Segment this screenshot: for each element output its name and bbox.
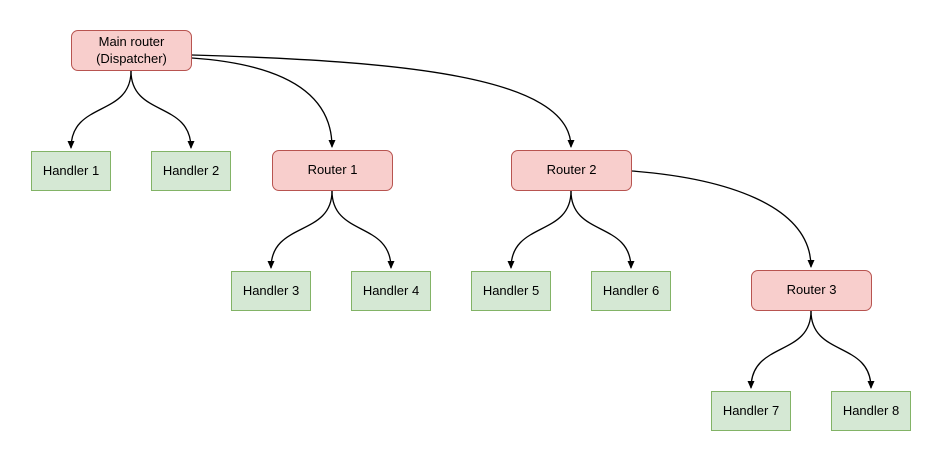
node-main-router: Main router (Dispatcher) — [71, 30, 192, 71]
edge-router-1-to-handler-4 — [331, 190, 395, 269]
edge-router-1-to-handler-3 — [267, 190, 333, 269]
node-router-3: Router 3 — [751, 270, 872, 311]
node-handler-3: Handler 3 — [231, 271, 311, 311]
node-handler-6: Handler 6 — [591, 271, 671, 311]
edge-router-3-to-handler-8 — [810, 310, 875, 389]
edge-router-3-to-handler-7 — [747, 310, 812, 389]
edge-router-2-to-router-3 — [631, 170, 815, 268]
node-router-1: Router 1 — [272, 150, 393, 191]
edge-router-2-to-handler-5 — [507, 190, 572, 269]
node-handler-8: Handler 8 — [831, 391, 911, 431]
edge-main-router-to-handler-2 — [130, 70, 195, 149]
node-handler-1: Handler 1 — [31, 151, 111, 191]
node-handler-5: Handler 5 — [471, 271, 551, 311]
edge-main-router-to-handler-1 — [67, 70, 132, 149]
node-router-2: Router 2 — [511, 150, 632, 191]
edge-main-router-to-router-2 — [191, 54, 575, 148]
edge-main-router-to-router-1 — [191, 57, 336, 148]
node-handler-2: Handler 2 — [151, 151, 231, 191]
node-handler-7: Handler 7 — [711, 391, 791, 431]
node-handler-4: Handler 4 — [351, 271, 431, 311]
edge-router-2-to-handler-6 — [570, 190, 635, 269]
